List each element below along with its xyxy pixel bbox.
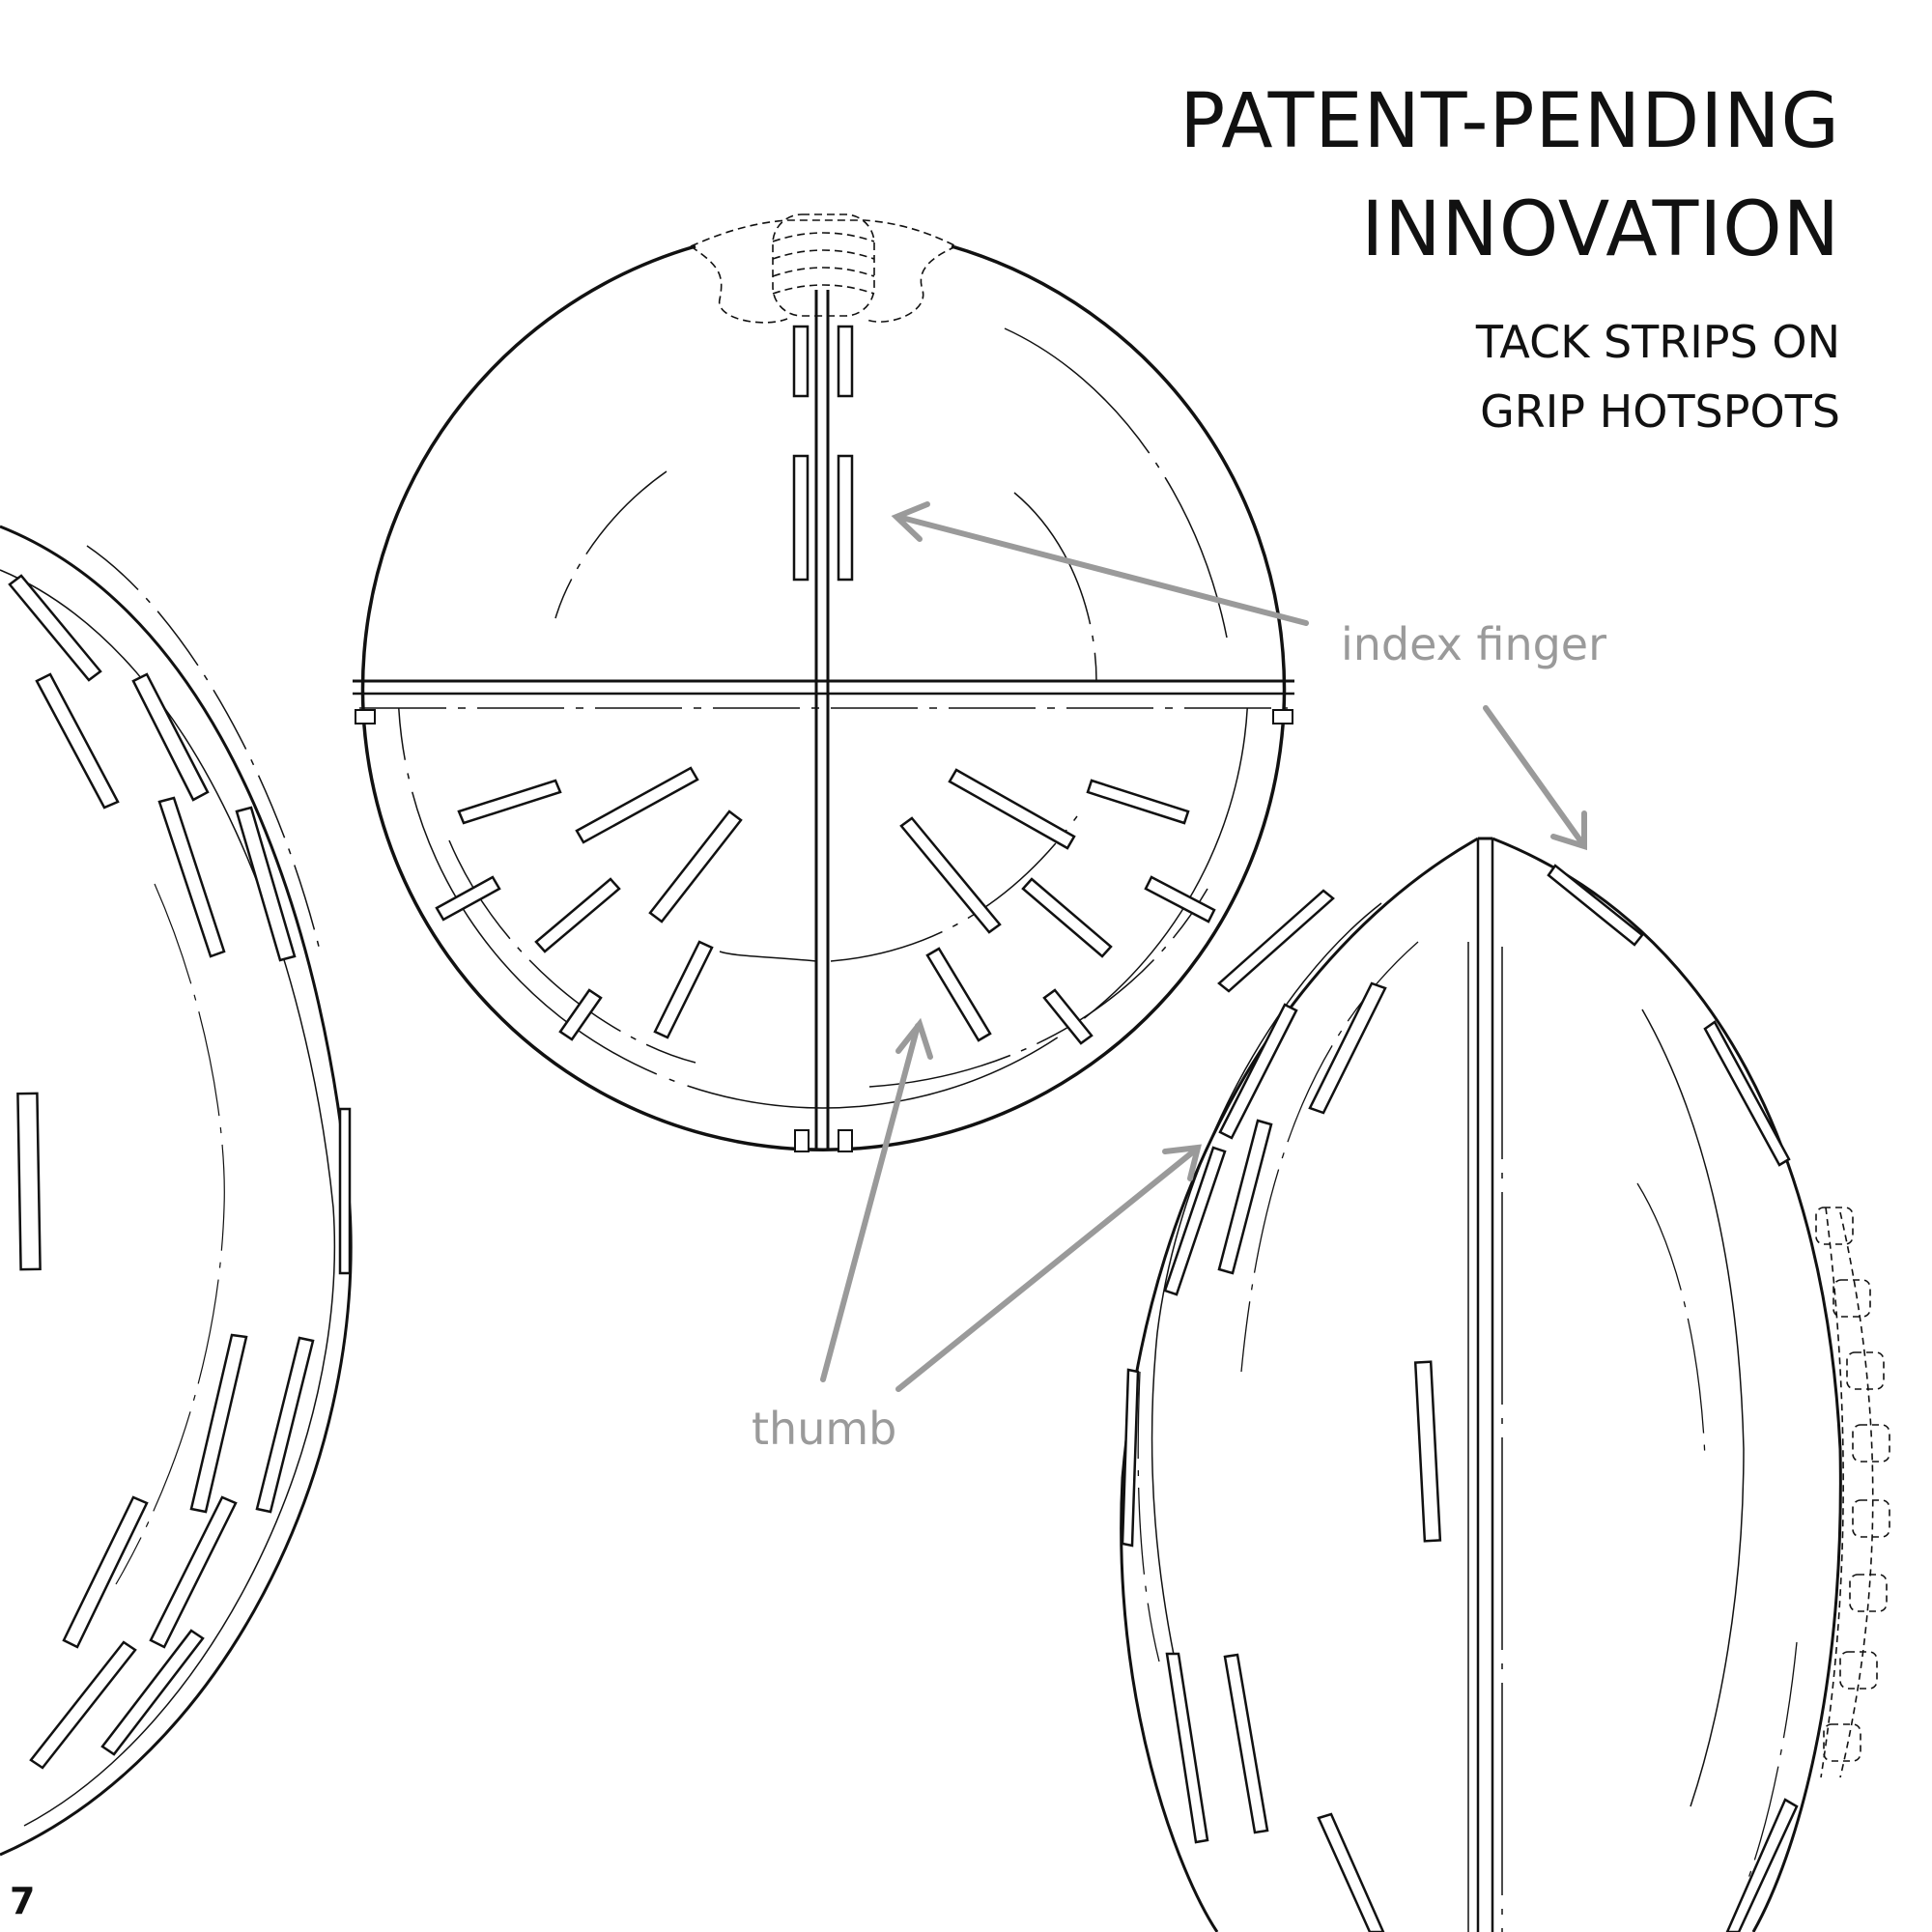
thumb-arrow-up (820, 1017, 933, 1382)
thumb-arrow-right (895, 1144, 1202, 1392)
right-ball-side-view (1120, 837, 1890, 1932)
index-finger-arrow-right (1483, 705, 1587, 851)
page-number: 7 (10, 1880, 36, 1922)
title-line-2: INNOVATION (1361, 186, 1840, 273)
thumb-label: thumb (752, 1403, 897, 1455)
page-subtitle: TACK STRIPS ON GRIP HOTSPOTS (1164, 307, 1840, 446)
index-finger-arrow-top (891, 501, 1309, 626)
subtitle-line-1: TACK STRIPS ON (1475, 316, 1840, 368)
index-finger-label: index finger (1341, 618, 1607, 670)
page-title: PATENT-PENDING INNOVATION (971, 68, 1840, 284)
center-ball-front-view (353, 213, 1294, 1152)
title-line-1: PATENT-PENDING (1179, 78, 1840, 165)
left-ball-side-view (0, 525, 353, 1857)
subtitle-line-2: GRIP HOTSPOTS (1480, 385, 1840, 438)
